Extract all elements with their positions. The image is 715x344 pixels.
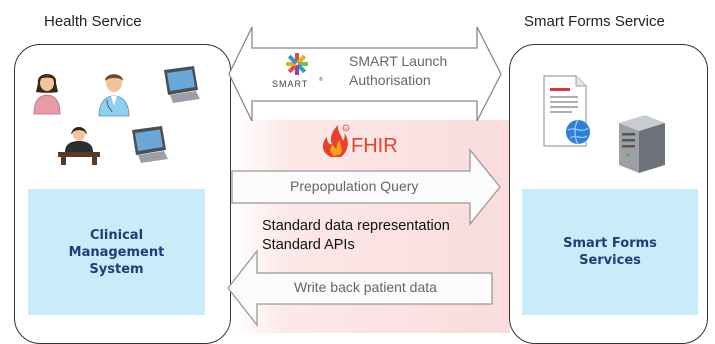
svg-text:R: R bbox=[345, 126, 348, 131]
smart-forms-services-box: Smart Forms Services bbox=[522, 189, 698, 315]
clinical-management-system-box: Clinical Management System bbox=[28, 189, 205, 315]
fhir-logo-text: FHIR bbox=[351, 135, 398, 157]
monitor-icon bbox=[132, 126, 168, 163]
standards-line1: Standard data representation bbox=[262, 218, 450, 234]
doctor-male-icon bbox=[98, 74, 130, 117]
server-icon bbox=[619, 115, 665, 173]
document-globe-icon bbox=[543, 75, 590, 147]
smart-logo: SMART ® bbox=[268, 50, 330, 92]
smart-logo-text: SMART bbox=[272, 79, 308, 89]
smart-logo-icon: SMART ® bbox=[272, 53, 323, 89]
arrows-layer bbox=[227, 26, 502, 327]
doctor-female-icon bbox=[33, 74, 61, 115]
smart-forms-services-label: Smart Forms Services bbox=[563, 236, 657, 268]
receptionist-icon bbox=[58, 127, 100, 165]
standards-line2: Standard APIs bbox=[262, 237, 355, 253]
prepopulation-arrow bbox=[231, 148, 501, 226]
write-back-label: Write back patient data bbox=[294, 279, 437, 295]
fhir-flame-icon: R FHIR bbox=[322, 124, 398, 157]
write-back-arrow bbox=[227, 249, 493, 327]
smart-launch-line2: Authorisation bbox=[349, 72, 431, 88]
fhir-logo: R FHIR bbox=[321, 123, 401, 159]
prepopulation-label: Prepopulation Query bbox=[290, 178, 419, 194]
health-service-title: Health Service bbox=[44, 13, 142, 30]
monitor-icon bbox=[164, 66, 200, 103]
smart-launch-double-arrow bbox=[228, 26, 502, 122]
smart-launch-line1: SMART Launch bbox=[349, 53, 448, 69]
smart-forms-service-title: Smart Forms Service bbox=[524, 13, 665, 30]
clinical-management-system-label: Clinical Management System bbox=[68, 227, 165, 277]
architecture-diagram: Health Service Smart Forms Service Clini… bbox=[14, 13, 708, 344]
svg-text:®: ® bbox=[319, 76, 323, 83]
